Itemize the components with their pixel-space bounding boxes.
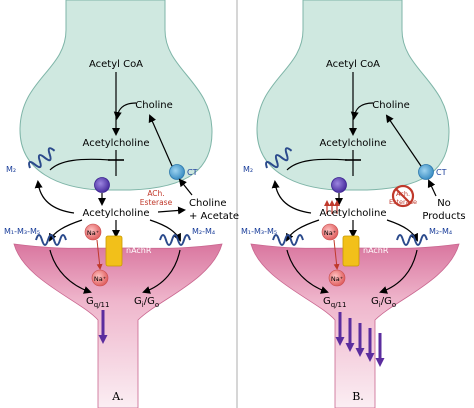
acetyl-coa-label: Acetyl CoA	[89, 59, 143, 70]
panel-b-label: B.	[352, 390, 364, 403]
nachr-label: nAchR	[126, 246, 152, 255]
na-ion-bottom	[328, 269, 346, 287]
m2-receptor	[265, 147, 293, 169]
choline-join-arrow	[113, 102, 137, 120]
m24-label: M₂-M₄	[429, 227, 452, 236]
gq-label: Gq/11	[86, 296, 109, 309]
gi-go-label: Gi/Go	[134, 296, 159, 309]
na-top-label: Na⁺	[324, 229, 336, 237]
ach-esterase-line1: ACh.	[147, 189, 164, 198]
ach-to-m135-arrow	[49, 219, 83, 242]
m2-inhibition-line	[49, 158, 111, 171]
choline-join-arrow	[350, 102, 374, 120]
ct-label: CT	[436, 168, 447, 177]
m135-to-gq-arrow	[286, 249, 329, 294]
ach-to-m24-arrow	[149, 219, 181, 242]
m2-inhibition-line	[286, 158, 348, 171]
choline-acetate-line1: Choline	[189, 198, 227, 209]
na-influx-arrow	[96, 239, 103, 270]
na-top-label: Na⁺	[87, 229, 99, 237]
m24-label: M₂-M₄	[192, 227, 215, 236]
na-ion-top	[321, 223, 339, 241]
nachr-channel	[342, 235, 360, 267]
acetylcholine-top-label: Acetylcholine	[320, 138, 387, 149]
gq-label: Gq/11	[323, 296, 346, 309]
postsynaptic-membrane	[250, 243, 460, 408]
ach-to-m135-arrow	[286, 219, 320, 242]
ach-to-m2-arrow	[271, 180, 312, 214]
no-products-to-ct-arrow	[427, 179, 437, 197]
m2-receptor	[28, 147, 56, 169]
ach-esterase-line2: Esterase	[140, 198, 173, 207]
vesicle	[94, 177, 110, 193]
choline-acetate-line2: + Acetate	[189, 211, 239, 222]
acetylcholine-mid-label: Acetylcholine	[320, 208, 387, 219]
ct-to-choline-arrow	[385, 114, 422, 167]
postsynaptic-membrane	[13, 243, 223, 408]
na-ion-top	[84, 223, 102, 241]
ct-label: CT	[187, 168, 198, 177]
vesicle	[331, 177, 347, 193]
m135-label: M₁-M₃-M₅	[4, 227, 40, 236]
m2-label: M₂	[243, 165, 253, 174]
choline-label: Choline	[135, 100, 173, 111]
nachr-label: nAchR	[363, 246, 389, 255]
panel-b: Acetyl CoA Choline Acetylcholine M₂ CT A…	[241, 0, 466, 408]
na-bottom-label: Na⁺	[94, 275, 106, 283]
m135-to-gq-arrow	[49, 249, 92, 294]
na-influx-arrow	[333, 239, 340, 270]
acetyl-coa-label: Acetyl CoA	[326, 59, 380, 70]
panel-a-label: A.	[111, 390, 123, 403]
nachr-channel	[105, 235, 123, 267]
esterase-line2: Esterase	[389, 198, 417, 206]
no-products-line2: Products	[422, 211, 465, 222]
hydrolysis-arrow	[157, 206, 186, 215]
ct-to-choline-arrow	[148, 114, 173, 167]
choline-acetate-to-ct-arrow	[178, 178, 193, 196]
increase-arrows-icon	[324, 200, 340, 214]
gi-go-label: Gi/Go	[371, 296, 396, 309]
m2-label: M₂	[6, 165, 16, 174]
ct-transporter	[418, 164, 434, 180]
ach-to-m24-arrow	[386, 219, 418, 242]
no-products-line1: No	[437, 198, 451, 209]
m24-receptor	[396, 234, 428, 246]
purple-output-arrows	[335, 312, 385, 367]
choline-label: Choline	[372, 100, 410, 111]
esterase-line1: Ach.	[396, 190, 410, 198]
m24-to-gi-arrow	[379, 249, 418, 294]
prohibited-icon	[391, 184, 415, 208]
m135-receptor	[35, 234, 67, 246]
panel-a: Acetyl CoA Choline Acetylcholine M₂ CT A…	[4, 0, 239, 408]
acetylcholine-mid-label: Acetylcholine	[83, 208, 150, 219]
ct-transporter	[169, 164, 185, 180]
na-bottom-label: Na⁺	[331, 275, 343, 283]
m24-to-gi-arrow	[142, 249, 181, 294]
m135-label: M₁-M₃-M₅	[241, 227, 277, 236]
acetylcholine-top-label: Acetylcholine	[83, 138, 150, 149]
ach-to-m2-arrow	[34, 180, 75, 214]
m24-receptor	[159, 234, 191, 246]
m135-receptor	[272, 234, 304, 246]
na-ion-bottom	[91, 269, 109, 287]
